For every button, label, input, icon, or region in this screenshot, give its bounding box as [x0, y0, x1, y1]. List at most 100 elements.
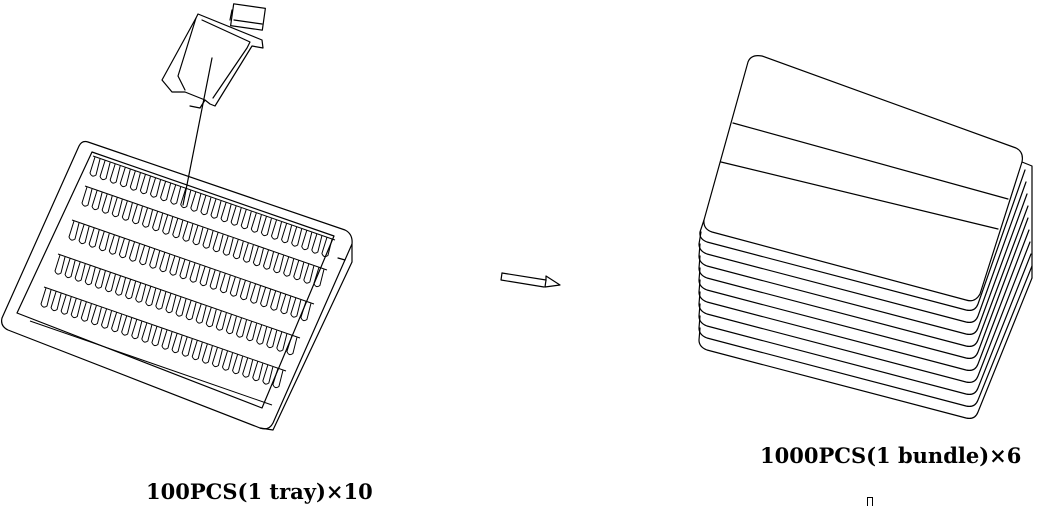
tray-slot [250, 212, 262, 233]
tray-slot [91, 190, 103, 211]
tray-slot [232, 239, 244, 260]
tray-slots [29, 155, 336, 406]
tray-slot [293, 260, 305, 281]
tray-slot [170, 184, 182, 205]
tray-slot [189, 262, 201, 283]
tray-slot [99, 160, 111, 181]
tray-slot [81, 186, 93, 207]
tray-slot [252, 361, 264, 382]
tray-slot [119, 167, 131, 188]
tray-row-line [57, 253, 301, 339]
tray-slot [145, 286, 157, 307]
tray-slot [212, 232, 224, 253]
tray-slot [131, 204, 143, 225]
tray-slot [125, 279, 137, 300]
tray-slot [205, 307, 217, 328]
clip-part-illustration [161, 3, 266, 206]
tray-slot [220, 202, 232, 223]
tray-slot [111, 312, 123, 333]
tray-slot [74, 261, 86, 282]
tray-slot [78, 224, 90, 245]
tray-slot [219, 273, 231, 294]
tray-slot [50, 291, 62, 312]
tray-quantity-caption: 100PCS(1 tray)×10 [146, 479, 373, 504]
tray-slot [179, 259, 191, 280]
tray-slot [109, 163, 121, 184]
tray-row-line [92, 155, 336, 241]
tray-slot [262, 249, 274, 270]
tray-slot [303, 263, 315, 284]
tray-row-line [84, 185, 328, 271]
tray-slot [311, 233, 323, 254]
tray-slot [185, 300, 197, 321]
bundle-quantity-caption: 1000PCS(1 bundle)×6 [760, 443, 1022, 468]
tray-slot [300, 301, 312, 322]
tray-slot [151, 326, 163, 347]
tray-slot [114, 275, 126, 296]
tray-slot [152, 211, 164, 232]
tray-slot [101, 193, 113, 214]
tray-slot [89, 156, 101, 177]
tray-slot [230, 205, 242, 226]
tray-slot [313, 267, 325, 288]
tray-slot [240, 209, 252, 230]
tray-slot [201, 343, 213, 364]
tray-slot [232, 354, 244, 375]
tray-slot [222, 235, 234, 256]
tray-slot [191, 340, 203, 361]
tray-slot [286, 335, 298, 356]
tray-slot [171, 333, 183, 354]
tray-slot [84, 265, 96, 286]
tray-slot [190, 191, 202, 212]
tray-slot [290, 297, 302, 318]
tray-slot [246, 321, 258, 342]
tray-slot [211, 347, 223, 368]
tray-slot [135, 282, 147, 303]
tray-slot [98, 231, 110, 252]
tray-slot [273, 253, 285, 274]
tray-slot [229, 276, 241, 297]
tray-slot [131, 319, 143, 340]
tray-slot [121, 200, 133, 221]
tray-row-line [71, 219, 315, 305]
tray-slot [104, 272, 116, 293]
small-mark [867, 497, 873, 506]
tray-slot [161, 329, 173, 350]
tray-slot [149, 177, 161, 198]
tray-slot [262, 364, 274, 385]
tray-slot [280, 294, 292, 315]
tray-slot [200, 195, 212, 216]
tray-slot [270, 290, 282, 311]
tray-slot [252, 246, 264, 267]
tray-slot [321, 237, 333, 258]
tray-slot [210, 198, 222, 219]
tray-slot [149, 248, 161, 269]
tray-slot [195, 303, 207, 324]
tray-slot [139, 174, 151, 195]
tray-slot [155, 289, 167, 310]
tray-slot [100, 308, 112, 329]
tray-slot [175, 296, 187, 317]
tray-slot [121, 315, 133, 336]
tray-slot [40, 287, 52, 308]
tray-slot [260, 216, 272, 237]
tray-slot [239, 280, 251, 301]
tray-slot [182, 221, 194, 242]
tray-slot [141, 322, 153, 343]
tray-slot [139, 245, 151, 266]
tray-slot [235, 317, 247, 338]
tray-slot [64, 258, 76, 279]
tray-slot [54, 254, 66, 275]
tray-slot [60, 294, 72, 315]
tray-slot [225, 314, 237, 335]
tray-slot [169, 255, 181, 276]
tray-slot [172, 218, 184, 239]
tray-slot [88, 227, 100, 248]
tray-slot [68, 220, 80, 241]
tray-slot [260, 287, 272, 308]
tray-slot [199, 266, 211, 287]
tray-slot [94, 268, 106, 289]
tray-slot [118, 238, 130, 259]
tray-slot [242, 357, 254, 378]
